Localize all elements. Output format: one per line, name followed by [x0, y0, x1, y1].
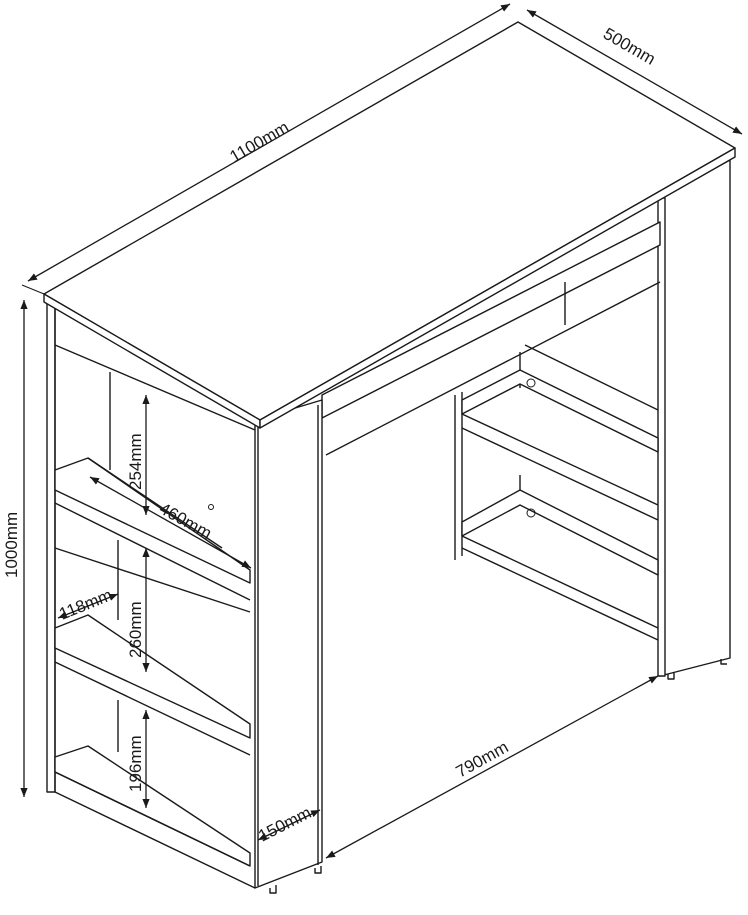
top-shelf-gap-label: 254mm — [126, 433, 145, 490]
inner-width-dimension: 790mm — [325, 675, 659, 859]
bottom-shelf-gap-dimension: 196mm — [126, 710, 150, 808]
table-illustration — [43, 21, 736, 894]
right-side-panel-front — [657, 197, 666, 677]
apron-bottom-edge — [325, 281, 661, 456]
middle-shelf-gap-dimension: 260mm — [126, 548, 150, 672]
height-dimension: 1000mm — [2, 300, 28, 797]
inner-width-label: 790mm — [453, 737, 512, 781]
height-label: 1000mm — [2, 512, 21, 578]
table-top-side-edge — [259, 147, 736, 429]
shelf-length-dimension: 460mm — [89, 476, 252, 569]
left-front-panel — [254, 399, 323, 889]
middle-shelf-gap-label: 260mm — [126, 601, 145, 658]
left-rack-outer-panel — [46, 301, 56, 793]
right-side-panel — [659, 159, 731, 677]
bottom-shelf-gap-label: 196mm — [126, 735, 145, 792]
depth-label: 500mm — [600, 24, 659, 69]
right-rack — [454, 282, 659, 641]
